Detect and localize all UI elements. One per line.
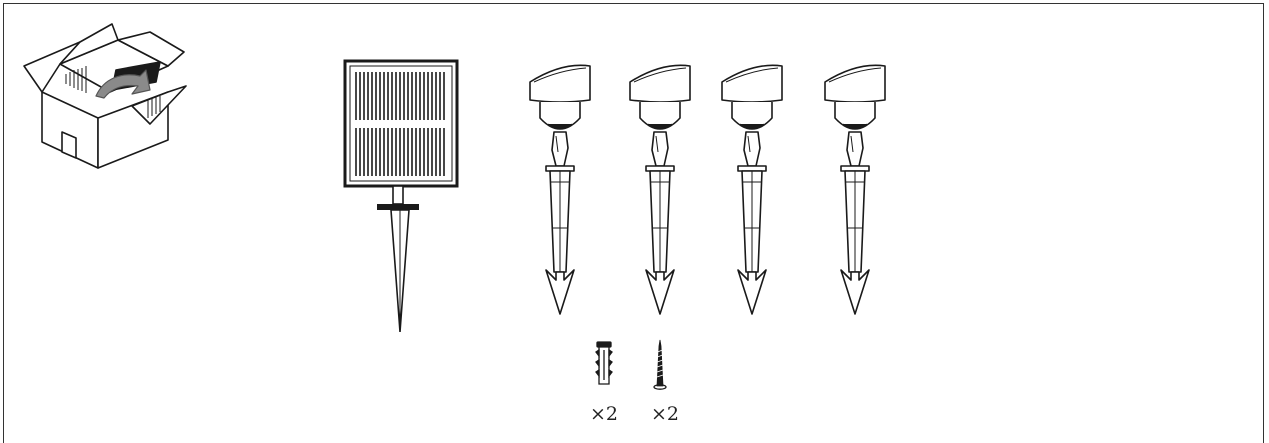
- solar-panel: [343, 59, 459, 333]
- spotlights-group: [529, 64, 886, 315]
- spotlight-stake-light: [721, 64, 783, 315]
- screw-icon: [653, 339, 667, 390]
- spotlight-stake-light: [529, 64, 591, 315]
- wall-anchor-icon: [595, 341, 613, 385]
- spotlight-stake-light: [824, 64, 886, 315]
- panel-cells-lower: [355, 128, 445, 176]
- panel-cells-upper: [355, 72, 445, 120]
- figure-panel: [3, 3, 1264, 443]
- wall-anchor-quantity: ×2: [590, 403, 618, 425]
- spotlight-stake-light: [629, 64, 691, 315]
- open-box-icon: [23, 23, 187, 169]
- screw-quantity: ×2: [651, 403, 679, 425]
